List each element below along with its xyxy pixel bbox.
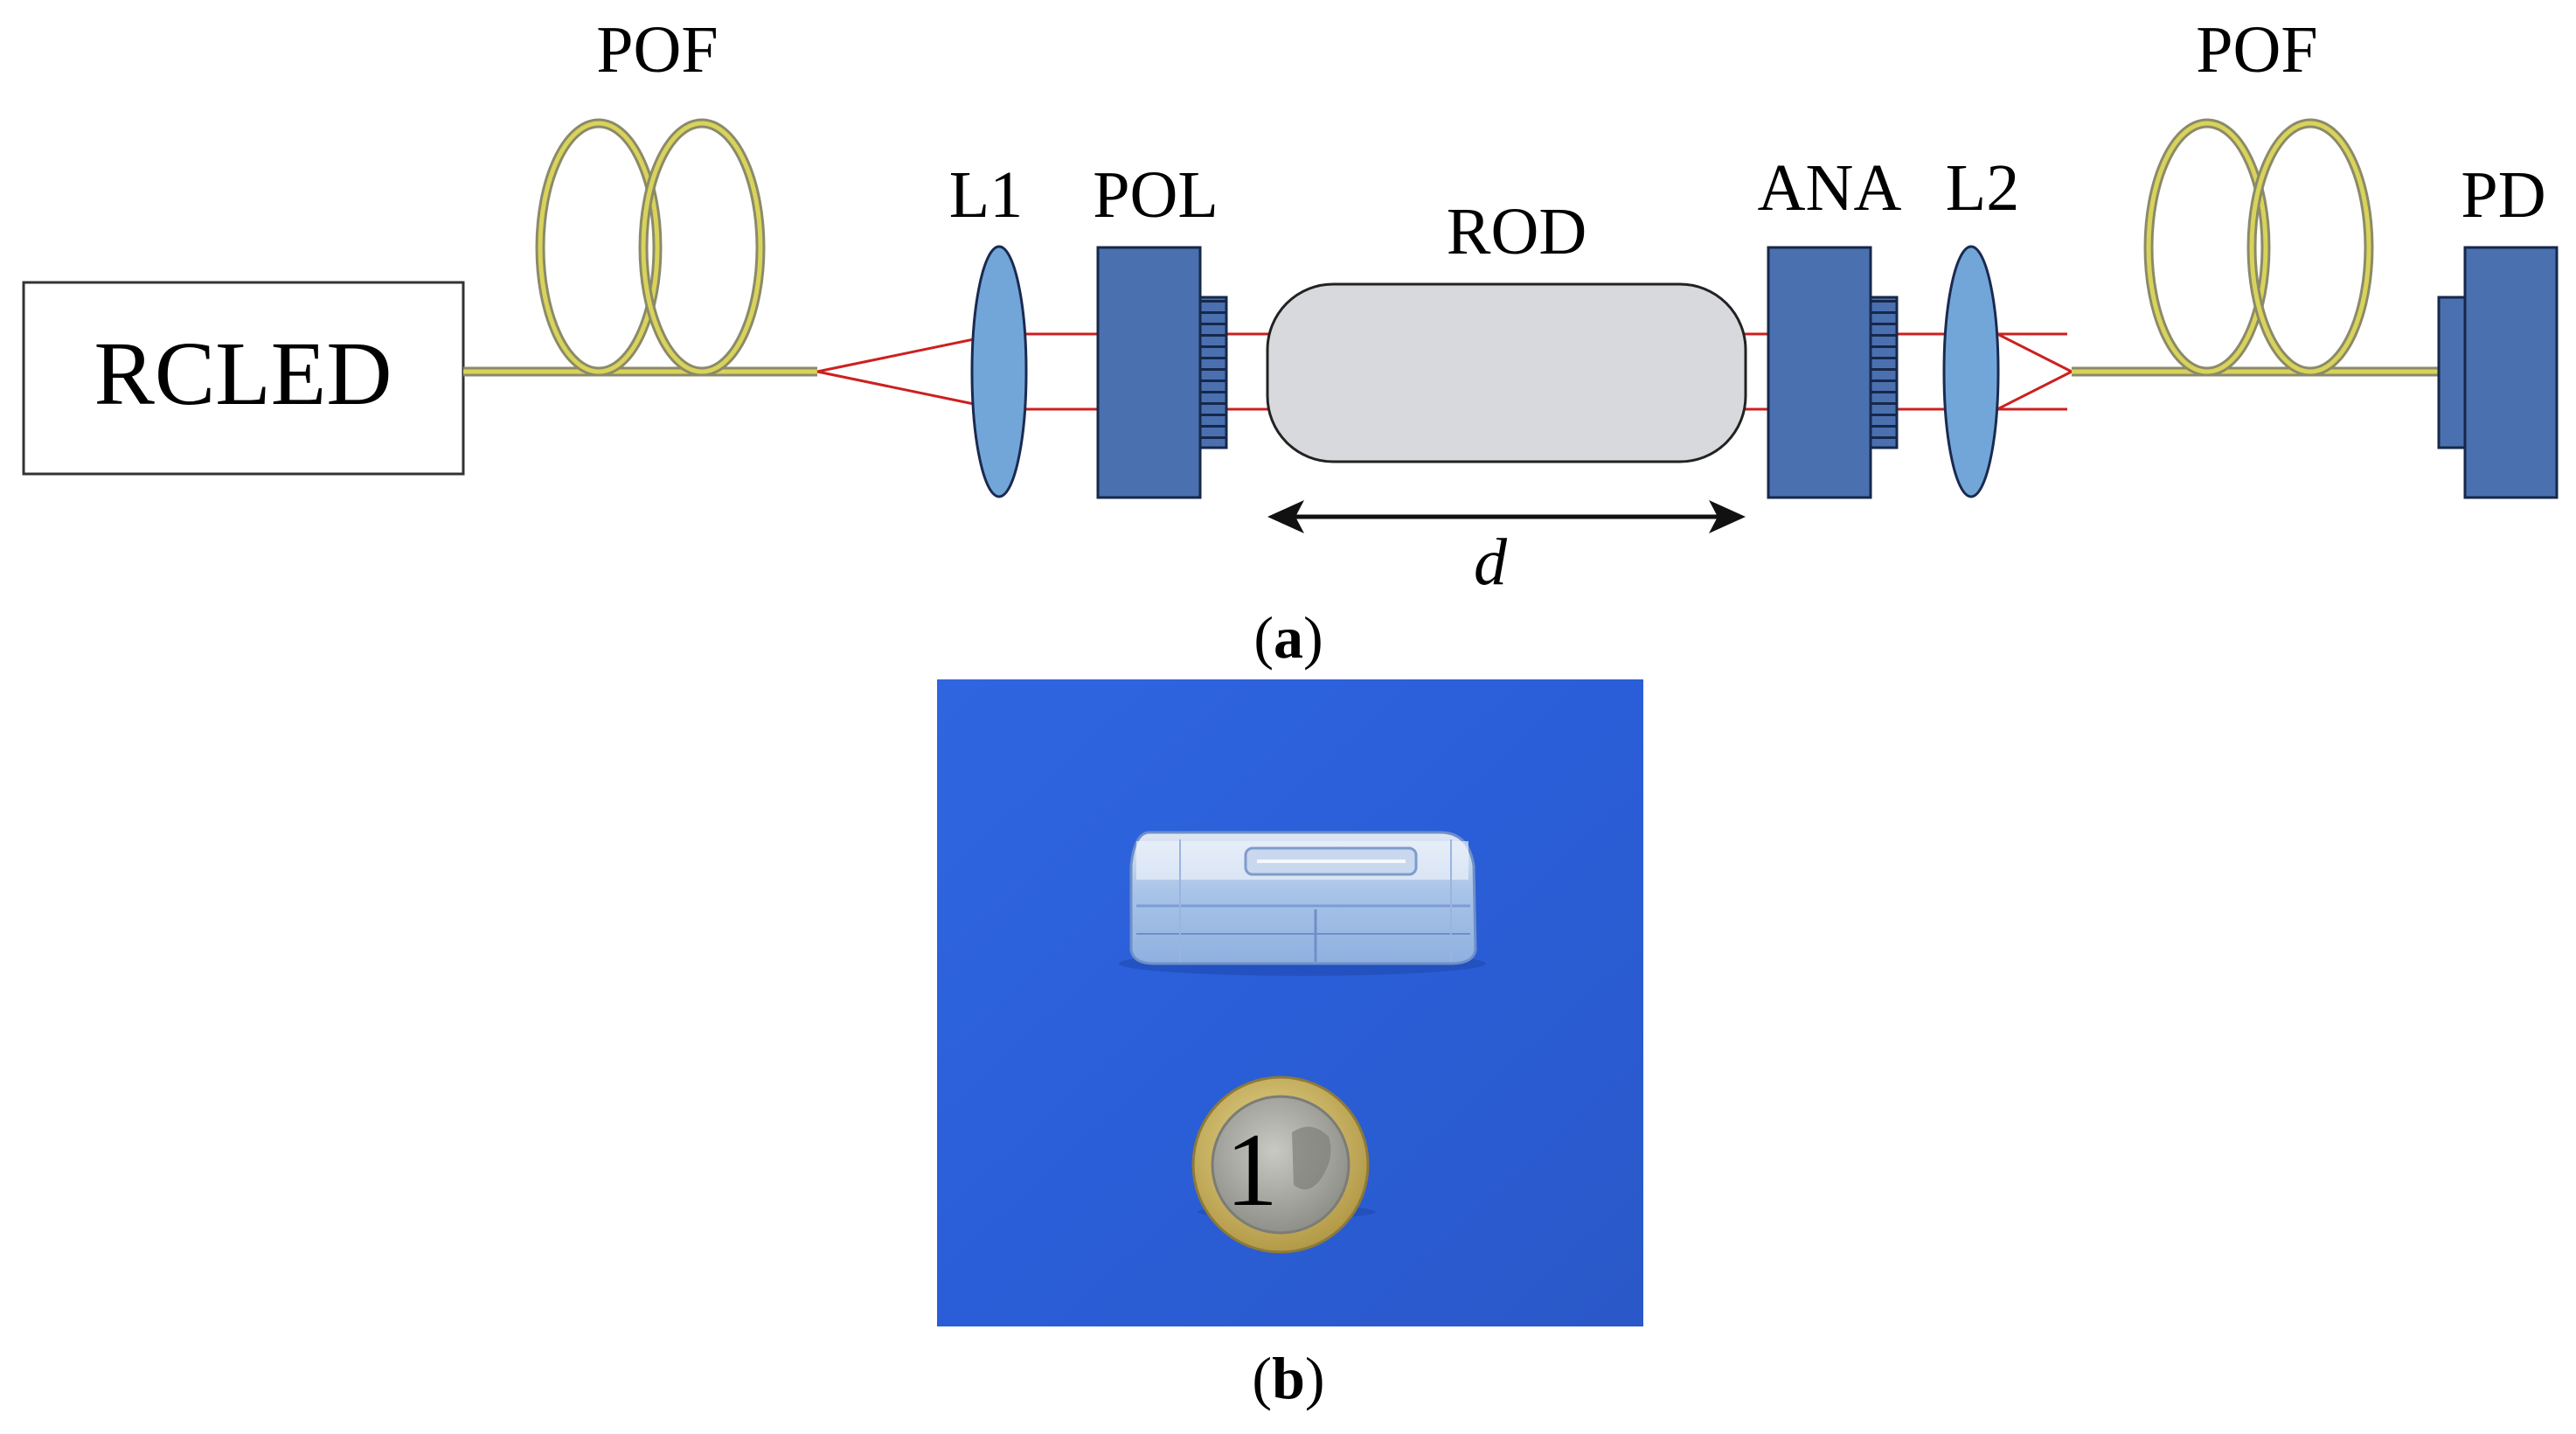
setup-diagram: RCLED POF L1 POL [22,13,2559,599]
ana-label: ANA [1758,151,1902,225]
caption-a: (a) [1253,604,1323,671]
pol-label: POL [1093,158,1219,232]
euro-coin: 1 [1191,1076,1376,1254]
glass-rod [1119,831,1486,976]
rcled-label: RCLED [94,324,392,424]
lens-l1 [970,245,1028,498]
pd-label: PD [2461,158,2545,232]
analyzer [1767,246,1899,499]
pof-fiber-left [463,118,817,377]
lens-l2 [1942,245,2000,498]
photodetector [2437,246,2559,499]
distance-label: d [1474,526,1508,599]
rcled-source-box [22,281,465,476]
rod-label: ROD [1447,195,1587,268]
rod-photo: 1 [937,679,1643,1326]
coin-denomination: 1 [1226,1111,1278,1228]
distance-arrow [1267,500,1746,533]
pof-fiber-right [2072,118,2439,377]
l2-label: L2 [1946,151,2019,225]
caption-b: (b) [1252,1345,1324,1411]
pof-right-label: POF [2196,13,2317,87]
polarizer [1096,246,1228,499]
l1-label: L1 [949,158,1023,232]
rod [1266,282,1747,463]
pof-left-label: POF [596,13,718,87]
